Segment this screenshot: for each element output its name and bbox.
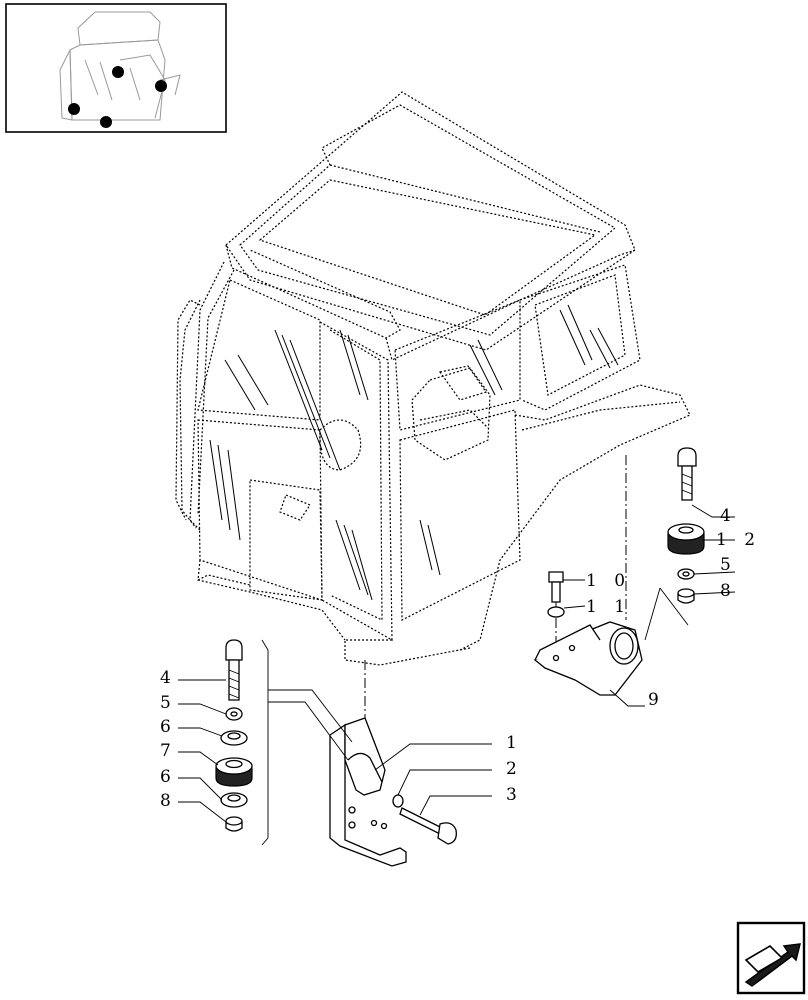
glass-hatching [209, 304, 619, 601]
left-mount-hardware-stack [215, 639, 269, 846]
callout-8-left: 8 [160, 791, 177, 811]
callout-5-right: 5 [720, 555, 737, 575]
callout-labels: 1 2 3 4 5 6 7 6 8 4 1 2 5 8 1 0 1 1 9 [160, 506, 761, 811]
washer-part-11 [547, 606, 565, 618]
bolt-part-3 [399, 807, 457, 845]
next-page-button[interactable] [736, 921, 806, 995]
callout-11: 1 1 [586, 597, 631, 617]
left-mount-bracket-assembly [329, 717, 457, 867]
callout-2: 2 [506, 759, 523, 779]
mount-point-marker [155, 80, 167, 92]
rubber-mount-part-12 [667, 523, 705, 555]
nut-part-8-right [677, 588, 695, 604]
mount-point-marker [68, 103, 80, 115]
callout-leaders [178, 504, 736, 823]
callout-4-left: 4 [160, 668, 177, 688]
bolt-part-10 [548, 571, 564, 603]
callout-4-right: 4 [720, 506, 737, 526]
callout-6-lower: 6 [160, 767, 177, 787]
callout-3: 3 [506, 785, 523, 805]
callout-7: 7 [160, 741, 177, 761]
callout-8-right: 8 [720, 581, 737, 601]
washer-part-2 [392, 794, 404, 808]
next-page-arrow-icon [744, 943, 801, 987]
callout-6-upper: 6 [160, 717, 177, 737]
callout-9: 9 [648, 690, 665, 710]
locator-thumbnail[interactable] [5, 3, 227, 133]
callout-12: 1 2 [716, 530, 761, 550]
callout-5-left: 5 [160, 693, 177, 713]
rubber-mount-part-7 [215, 757, 253, 787]
right-mount-bracket-part-9 [533, 587, 689, 696]
mount-point-marker [112, 66, 124, 78]
right-mount-hardware-stack [547, 447, 705, 618]
bolt-part-4-right [677, 447, 697, 501]
washer-part-6-lower [220, 792, 248, 808]
washer-part-6-upper [220, 730, 248, 746]
tractor-cab-thumbnail-icon [59, 11, 181, 121]
callout-1: 1 [506, 733, 523, 753]
nut-part-8-left [225, 816, 243, 832]
bolt-part-4-left [225, 639, 243, 701]
tractor-cab-outline [175, 91, 691, 666]
callout-10: 1 0 [586, 571, 631, 591]
mount-point-marker [100, 116, 112, 128]
